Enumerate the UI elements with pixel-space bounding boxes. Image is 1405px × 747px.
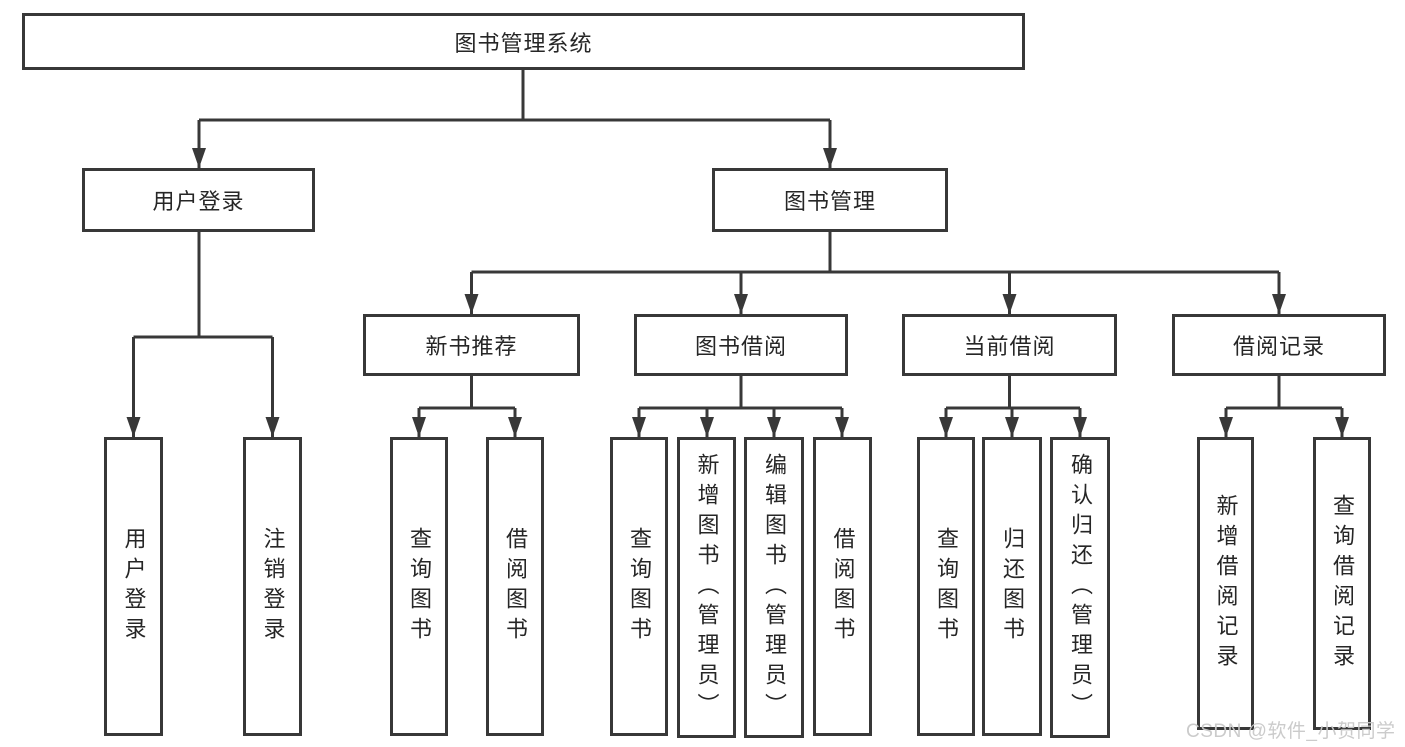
node-book-management: 图书管理 xyxy=(712,168,948,232)
node-new-book-recommendation: 新书推荐 xyxy=(363,314,580,376)
connector-current-borrow-split xyxy=(946,376,1080,410)
leaf-bb-edit-books-admin: 编辑图书（管理员） xyxy=(744,437,804,738)
leaf-br-add-record-label: 新增借阅记录 xyxy=(1213,493,1239,674)
connector-new-book-split xyxy=(419,376,515,410)
node-book-borrowing: 图书借阅 xyxy=(634,314,848,376)
node-new-book-recommendation-label: 新书推荐 xyxy=(425,334,518,359)
leaf-br-add-record: 新增借阅记录 xyxy=(1197,437,1254,730)
node-user-login: 用户登录 xyxy=(82,168,315,232)
connector-borrow-records-split xyxy=(1226,376,1342,410)
leaf-bb-borrow-books-label: 借阅图书 xyxy=(830,526,856,647)
leaf-bb-add-books-admin: 新增图书（管理员） xyxy=(677,437,736,738)
leaf-cb-return-books-label: 归还图书 xyxy=(1000,526,1025,647)
node-user-login-label: 用户登录 xyxy=(152,189,245,214)
leaf-bb-query-books-label: 查询图书 xyxy=(627,526,652,647)
node-current-borrowing: 当前借阅 xyxy=(902,314,1117,376)
leaf-cb-query-books: 查询图书 xyxy=(917,437,975,736)
leaf-logout: 注销登录 xyxy=(243,437,302,736)
csdn-watermark: CSDN @软件_小贺同学 xyxy=(1186,721,1396,742)
connector-user-login-split xyxy=(133,232,273,339)
leaf-bb-query-books: 查询图书 xyxy=(610,437,668,736)
leaf-cb-confirm-return-admin: 确认归还（管理员） xyxy=(1050,437,1110,738)
node-borrowing-records-label: 借阅记录 xyxy=(1232,334,1325,359)
leaf-logout-label: 注销登录 xyxy=(260,526,286,647)
leaf-user-login: 用户登录 xyxy=(104,437,163,736)
leaf-cb-return-books: 归还图书 xyxy=(982,437,1042,736)
connector-root-split xyxy=(199,70,830,122)
leaf-bb-borrow-books: 借阅图书 xyxy=(813,437,872,736)
leaf-cb-confirm-return-admin-label: 确认归还（管理员） xyxy=(1068,452,1093,723)
connector-book-borrow-split xyxy=(639,376,842,410)
leaf-nb-query-books: 查询图书 xyxy=(390,437,448,736)
leaf-cb-query-books-label: 查询图书 xyxy=(934,526,959,647)
leaf-nb-query-books-label: 查询图书 xyxy=(407,526,432,647)
leaf-user-login-label: 用户登录 xyxy=(121,526,147,647)
connector-book-management-split xyxy=(471,232,1279,274)
node-current-borrowing-label: 当前借阅 xyxy=(963,334,1056,359)
leaf-br-query-record: 查询借阅记录 xyxy=(1313,437,1371,730)
leaf-nb-borrow-books-label: 借阅图书 xyxy=(503,526,528,647)
node-root-system: 图书管理系统 xyxy=(22,13,1025,70)
node-book-management-label: 图书管理 xyxy=(783,189,876,214)
leaf-nb-borrow-books: 借阅图书 xyxy=(486,437,544,736)
node-root-label: 图书管理系统 xyxy=(454,30,593,56)
leaf-bb-edit-books-admin-label: 编辑图书（管理员） xyxy=(762,452,787,723)
node-book-borrowing-label: 图书借阅 xyxy=(694,334,787,359)
leaf-br-query-record-label: 查询借阅记录 xyxy=(1330,493,1355,674)
node-borrowing-records: 借阅记录 xyxy=(1172,314,1386,376)
leaf-bb-add-books-admin-label: 新增图书（管理员） xyxy=(694,452,720,723)
